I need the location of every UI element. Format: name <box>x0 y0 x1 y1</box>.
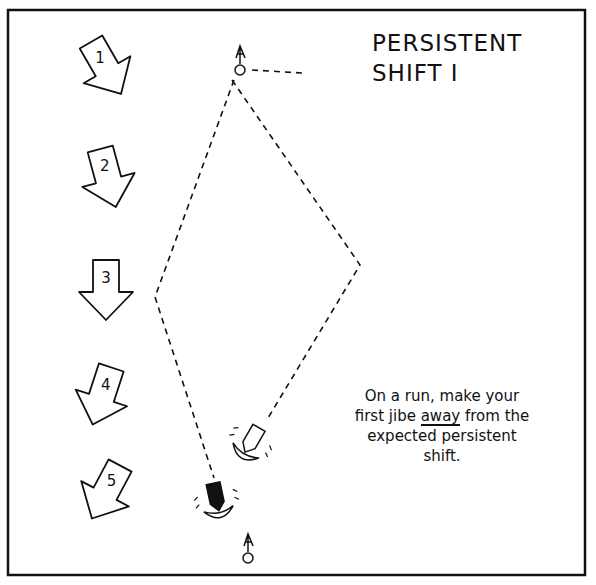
arrow-outline <box>67 360 137 432</box>
wind-arrow: 1 <box>70 32 142 104</box>
arrow-outline <box>70 32 142 104</box>
arrow-number: 5 <box>107 473 117 489</box>
top-mark <box>235 46 245 75</box>
bottom-mark <box>243 534 253 563</box>
arrow-shape <box>66 360 138 432</box>
diagram-title: PERSISTENT SHIFT I <box>372 28 577 88</box>
arrow-outline <box>74 142 142 214</box>
arrow-shape <box>70 456 142 528</box>
word-underline <box>421 424 461 426</box>
course-lines <box>155 70 360 478</box>
left-course <box>155 80 234 478</box>
arrow-number: 3 <box>101 270 111 286</box>
wind-arrow: 3 <box>70 254 142 326</box>
arrow-number: 2 <box>100 158 110 174</box>
arrow-shape <box>70 32 142 104</box>
boat-light <box>222 417 278 469</box>
prior-leg <box>252 70 302 73</box>
arrow-shape <box>70 254 142 326</box>
wind-arrow: 2 <box>72 142 144 214</box>
frame-border <box>8 10 585 575</box>
arrow-outline <box>70 456 142 528</box>
boat-dark <box>192 479 242 522</box>
arrow-number: 4 <box>101 377 111 393</box>
arrow-shape <box>72 142 144 214</box>
right-course <box>232 80 360 418</box>
arrow-outline <box>79 260 133 320</box>
caption-note: On a run, make your first jibe away from… <box>352 386 532 466</box>
wind-arrow: 5 <box>70 456 142 528</box>
arrow-number: 1 <box>95 50 105 66</box>
wind-arrow: 4 <box>66 360 138 432</box>
